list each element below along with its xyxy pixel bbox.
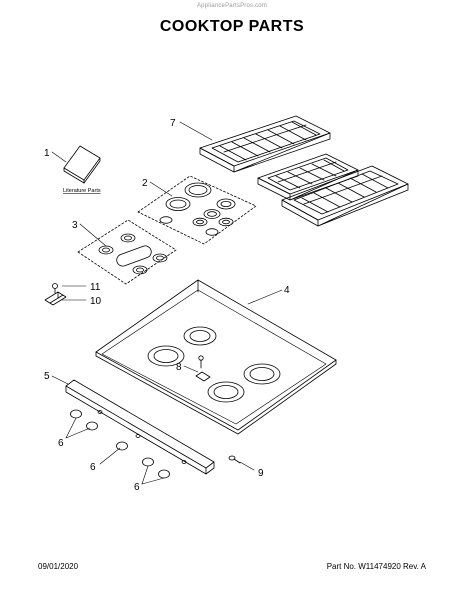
bracket-and-screw — [44, 283, 67, 306]
burner-set — [159, 182, 236, 236]
callout-4: 4 — [284, 285, 290, 296]
grate-left — [199, 115, 331, 173]
grate-center — [257, 153, 359, 201]
literature-booklet — [63, 145, 101, 184]
screw-9 — [228, 455, 241, 464]
callout-1: 1 — [44, 148, 50, 159]
knob-set — [70, 409, 187, 479]
callout-5: 5 — [44, 371, 50, 382]
callout-8: 8 — [176, 362, 182, 373]
watermark: AppliancePartsPros.com — [196, 3, 268, 9]
page-title: COOKTOP PARTS — [159, 18, 305, 35]
cooktop-main-top — [95, 279, 337, 435]
callout-6b: 6 — [90, 462, 96, 473]
callout-9: 9 — [258, 468, 264, 479]
callout-11: 11 — [90, 282, 101, 293]
grate-right — [281, 165, 409, 227]
callout-7: 7 — [170, 118, 176, 129]
burner-assembly-outline — [137, 175, 257, 245]
literature-parts-label: Literature Parts — [63, 188, 101, 194]
manifold-panel — [65, 379, 215, 475]
callout-10: 10 — [90, 296, 102, 307]
callout-3: 3 — [72, 220, 78, 231]
callout-6c: 6 — [134, 482, 140, 493]
footer-part-number: Part No. W11474920 Rev. A — [326, 562, 426, 571]
callout-2: 2 — [142, 178, 148, 189]
leader-lines — [51, 121, 283, 485]
callout-6a: 6 — [58, 438, 64, 449]
footer-date: 09/01/2020 — [38, 562, 79, 571]
bumper-set — [77, 219, 177, 285]
